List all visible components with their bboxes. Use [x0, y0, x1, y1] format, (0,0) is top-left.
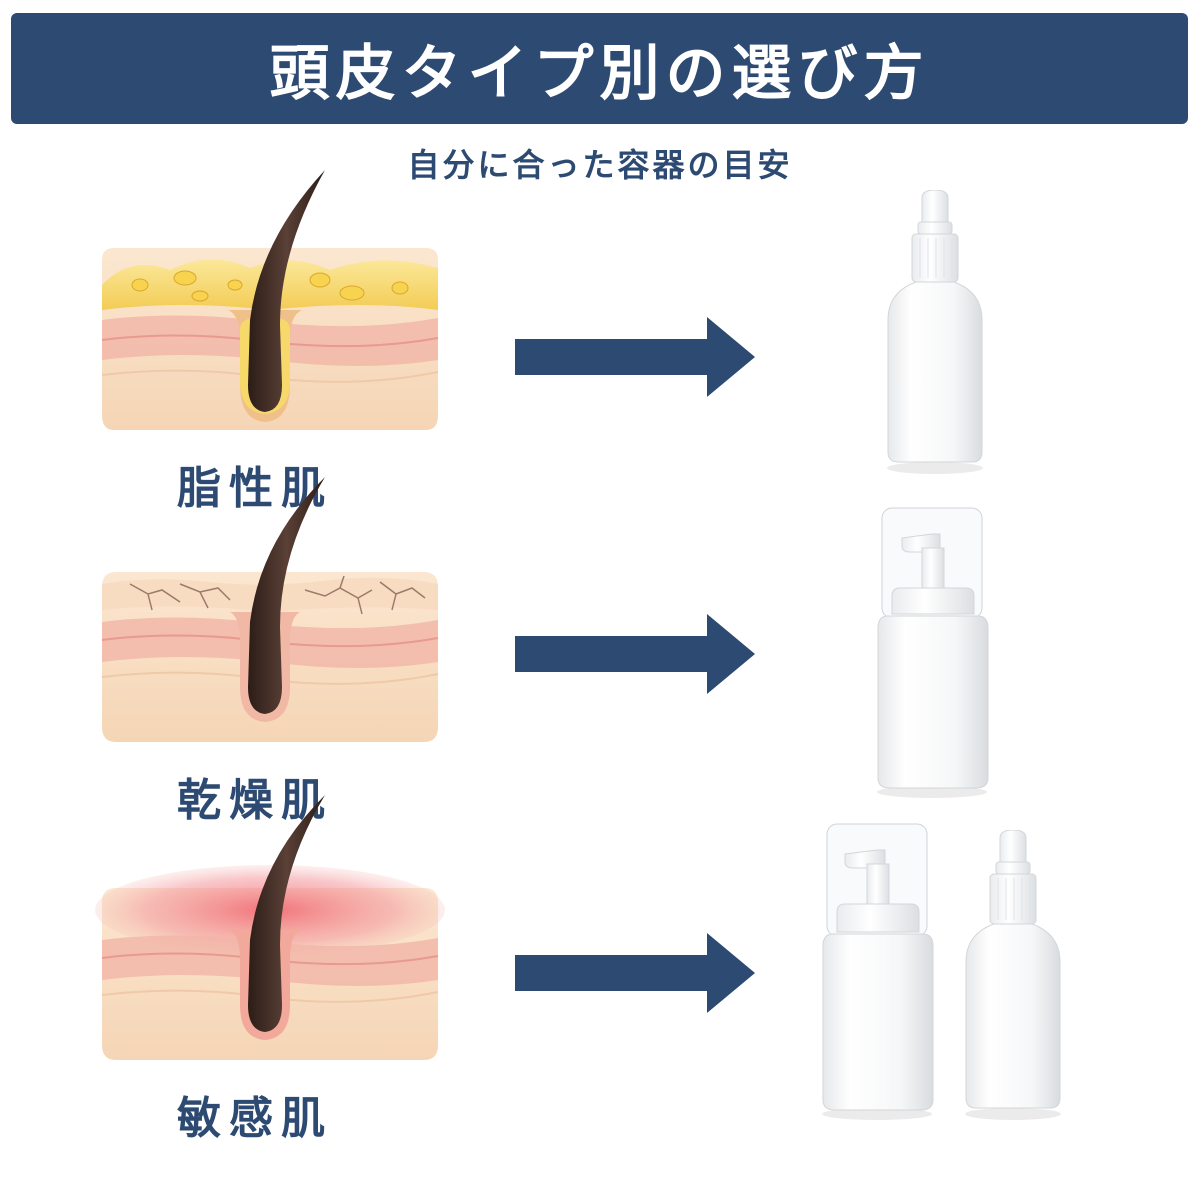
row-dry: 乾燥肌 — [0, 472, 1200, 826]
arrow-icon — [515, 317, 755, 397]
page-title: 頭皮タイプ別の選び方 — [269, 39, 930, 109]
row-oily: 脂性肌 — [0, 160, 1200, 514]
title-banner: 頭皮タイプ別の選び方 — [11, 13, 1188, 124]
row-sensitive: 敏感肌 — [0, 790, 1200, 1144]
dropper-bottle-icon — [965, 830, 1061, 1120]
arrow-icon — [515, 614, 755, 694]
page-subtitle: 自分に合った容器の目安 — [407, 146, 793, 184]
sensitive-skin-illustration — [95, 795, 445, 1060]
pump-bottle-icon — [877, 507, 989, 798]
label-sensitive: 敏感肌 — [177, 1093, 333, 1144]
label-dry: 乾燥肌 — [177, 775, 333, 826]
dry-skin-illustration — [101, 477, 439, 742]
dropper-bottle-icon — [887, 190, 983, 474]
pump-bottle-icon — [822, 823, 934, 1120]
oily-skin-illustration — [101, 170, 439, 430]
arrow-icon — [515, 933, 755, 1013]
